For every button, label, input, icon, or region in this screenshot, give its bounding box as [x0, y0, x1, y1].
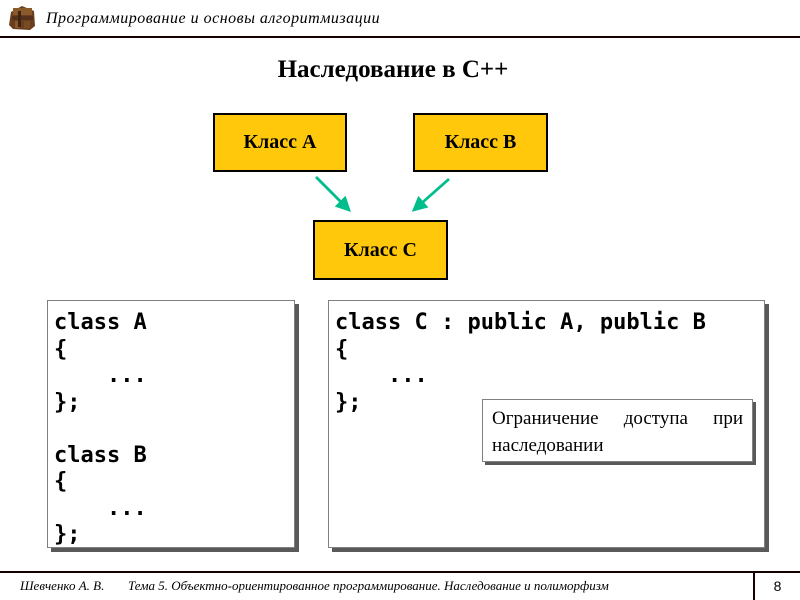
footer-topic: Тема 5. Объектно-ориентированное програм…: [128, 578, 609, 593]
slide-title: Наследование в C++: [277, 56, 509, 83]
code-line: class B: [54, 442, 147, 468]
access-restriction-callout: Ограничение доступа при наследовании: [482, 399, 753, 462]
class-b-box: Класс B: [413, 113, 548, 172]
footer-divider: [0, 571, 800, 573]
code-line: {: [54, 469, 68, 494]
code-line: ...: [335, 363, 428, 388]
code-line: ...: [54, 495, 147, 521]
code-line: };: [54, 522, 81, 547]
code-line: };: [54, 389, 81, 415]
code-line: {: [54, 336, 68, 362]
page-number: 8: [773, 578, 782, 594]
callout-line-2: наследовании: [492, 435, 604, 456]
class-c-box: Класс C: [313, 220, 448, 280]
code-line: class C : public A, public B: [335, 310, 706, 335]
class-a-label: Класс A: [243, 131, 317, 153]
course-title: Программирование и основы алгоритмизации: [46, 10, 381, 27]
code-line: class A: [54, 310, 147, 335]
arrow-a-to-c: [315, 176, 351, 212]
callout-line-1: Ограничение доступа при: [492, 408, 743, 429]
footer-author: Шевченко А. В.: [20, 578, 105, 593]
code-line: };: [335, 389, 362, 415]
code-line: ...: [54, 363, 147, 388]
arrow-b-to-c: [411, 177, 450, 212]
class-a-box: Класс A: [213, 113, 347, 172]
code-line: {: [335, 336, 349, 362]
footer-page-separator: [753, 573, 755, 600]
code-box-classes-ab: class A { ... }; class B { ... };: [47, 300, 295, 548]
code-line: [54, 416, 294, 443]
header-divider: [0, 36, 800, 38]
class-c-label: Класс C: [344, 238, 417, 261]
class-b-label: Класс B: [444, 131, 517, 153]
logo-icon: [9, 6, 35, 30]
